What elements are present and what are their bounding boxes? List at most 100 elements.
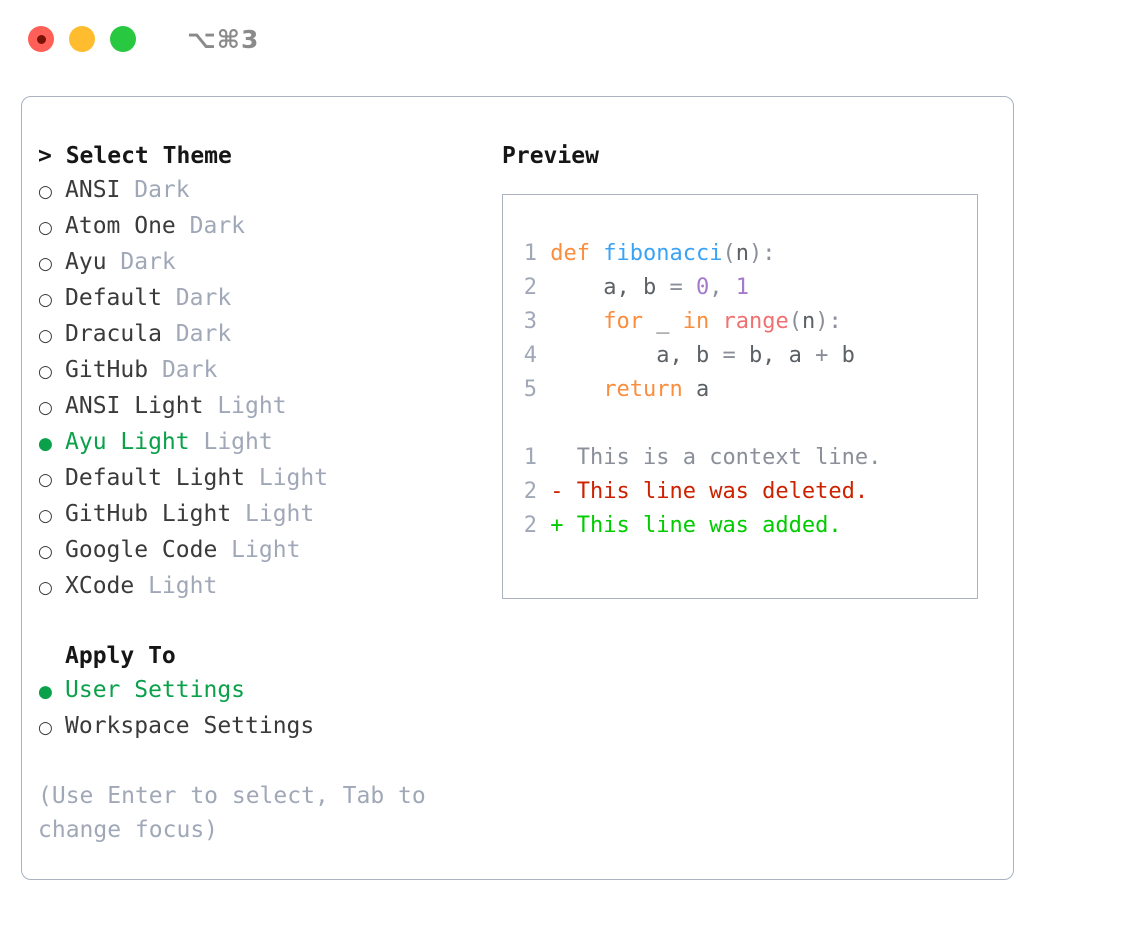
theme-option-ayu-light[interactable]: ● Ayu Light Light <box>38 425 478 461</box>
radio-unselected-icon: ○ <box>38 542 53 562</box>
theme-chooser-column: > Select Theme ○ANSI Dark○Atom One Dark○… <box>38 139 478 847</box>
keyboard-shortcut-label: ⌥⌘3 <box>187 24 260 54</box>
diff-marker <box>550 445 563 470</box>
theme-option-ansi[interactable]: ○ANSI Dark <box>38 173 478 209</box>
code-token: ): <box>815 309 842 334</box>
close-icon <box>36 34 46 44</box>
diff-line: 2 - This line was deleted. <box>517 475 977 509</box>
code-token: in <box>682 309 710 334</box>
code-token: fibonacci <box>603 241 723 266</box>
theme-option-xcode[interactable]: ○ XCode Light <box>38 569 478 605</box>
theme-option-label: Ayu <box>65 249 107 275</box>
theme-variant-badge: Dark <box>120 177 190 203</box>
theme-option-google-code[interactable]: ○Google Code Light <box>38 533 478 569</box>
apply-to-option-user-settings[interactable]: ●User Settings <box>38 673 478 709</box>
theme-option-dracula[interactable]: ○Dracula Dark <box>38 317 478 353</box>
code-token <box>709 309 722 334</box>
code-token <box>550 377 603 402</box>
code-token: for <box>603 309 643 334</box>
theme-option-atom-one[interactable]: ○ Atom One Dark <box>38 209 478 245</box>
radio-unselected-icon: ○ <box>38 398 53 418</box>
theme-option-ayu[interactable]: ○Ayu Dark <box>38 245 478 281</box>
theme-option-label: Ayu Light <box>65 429 190 455</box>
code-token: b, a <box>748 343 816 368</box>
radio-unselected-icon: ○ <box>38 718 53 738</box>
line-number: 5 <box>523 377 537 402</box>
diff-text: This line was deleted. <box>563 479 869 504</box>
section-spacer <box>38 605 478 639</box>
code-token: n <box>735 241 749 266</box>
theme-option-default-light[interactable]: ○Default Light Light <box>38 461 478 497</box>
theme-option-ansi-light[interactable]: ○ ANSI Light Light <box>38 389 478 425</box>
preview-column: Preview 1 def fibonacci(n):2 a, b = 0, 1… <box>502 139 992 599</box>
code-token: + <box>815 343 842 368</box>
code-token: = <box>669 275 696 300</box>
theme-option-label: XCode <box>65 573 135 599</box>
theme-variant-badge: Dark <box>106 249 176 275</box>
theme-option-label: ANSI Light <box>65 393 204 419</box>
diff-marker: - <box>550 479 564 504</box>
line-number: 2 <box>523 479 537 504</box>
theme-option-label: GitHub Light <box>65 501 232 527</box>
minimize-button[interactable] <box>69 26 95 52</box>
theme-option-label: Atom One <box>65 213 176 239</box>
radio-unselected-icon: ○ <box>38 326 53 346</box>
theme-variant-badge: Dark <box>148 357 218 383</box>
radio-unselected-icon: ○ <box>38 218 53 238</box>
code-token: ( <box>788 309 802 334</box>
code-token: _ <box>642 309 683 334</box>
theme-option-default[interactable]: ○Default Dark <box>38 281 478 317</box>
code-token: a <box>682 377 710 402</box>
theme-list: ○ANSI Dark○Atom One Dark○Ayu Dark○Defaul… <box>38 173 478 605</box>
preview-title: Preview <box>502 143 599 169</box>
close-button[interactable] <box>28 26 54 52</box>
theme-option-label: Default Light <box>65 465 246 491</box>
theme-option-github-light[interactable]: ○ GitHub Light Light <box>38 497 478 533</box>
code-token: , <box>709 275 736 300</box>
maximize-button[interactable] <box>110 26 136 52</box>
theme-variant-badge: Light <box>203 393 287 419</box>
radio-selected-icon: ● <box>38 434 53 454</box>
theme-option-label: GitHub <box>65 357 149 383</box>
theme-variant-badge: Light <box>245 465 329 491</box>
diff-sample: 1 This is a context line.2 - This line w… <box>517 441 977 543</box>
theme-option-label: ANSI <box>65 177 121 203</box>
code-token: a, b <box>550 343 723 368</box>
theme-variant-badge: Dark <box>175 213 246 239</box>
theme-option-label: Default <box>65 285 162 311</box>
code-token <box>590 241 603 266</box>
diff-line: 2 + This line was added. <box>517 509 977 543</box>
theme-variant-badge: Light <box>189 429 273 455</box>
line-number: 2 <box>523 275 537 300</box>
diff-text: This line was added. <box>563 513 842 538</box>
theme-variant-badge: Light <box>231 501 315 527</box>
theme-option-label: Dracula <box>65 321 162 347</box>
main-panel: > Select Theme ○ANSI Dark○Atom One Dark○… <box>21 96 1014 880</box>
code-token: return <box>603 377 683 402</box>
line-number: 2 <box>523 513 537 538</box>
apply-to-option-label: Workspace Settings <box>65 713 315 739</box>
theme-variant-badge: Dark <box>161 285 232 311</box>
line-number: 3 <box>523 309 537 334</box>
code-line: 1 def fibonacci(n): <box>517 237 977 271</box>
code-token: def <box>550 241 590 266</box>
code-line: 3 for _ in range(n): <box>517 305 977 339</box>
code-line: 4 a, b = b, a + b <box>517 339 977 373</box>
theme-variant-badge: Light <box>134 573 218 599</box>
apply-to-option-workspace-settings[interactable]: ○ Workspace Settings <box>38 709 478 745</box>
select-theme-header: > Select Theme <box>38 143 232 169</box>
code-token: = <box>722 343 749 368</box>
radio-unselected-icon: ○ <box>38 506 53 526</box>
code-token: ): <box>748 241 776 266</box>
keyboard-hint-text: (Use Enter to select, Tab to change focu… <box>38 783 426 843</box>
apply-to-header: Apply To <box>65 643 176 669</box>
radio-unselected-icon: ○ <box>38 578 53 598</box>
line-number: 4 <box>523 343 537 368</box>
theme-option-label: Google Code <box>65 537 218 563</box>
theme-option-github[interactable]: ○GitHub Dark <box>38 353 478 389</box>
line-number: 1 <box>523 445 537 470</box>
radio-selected-icon: ● <box>38 682 53 702</box>
